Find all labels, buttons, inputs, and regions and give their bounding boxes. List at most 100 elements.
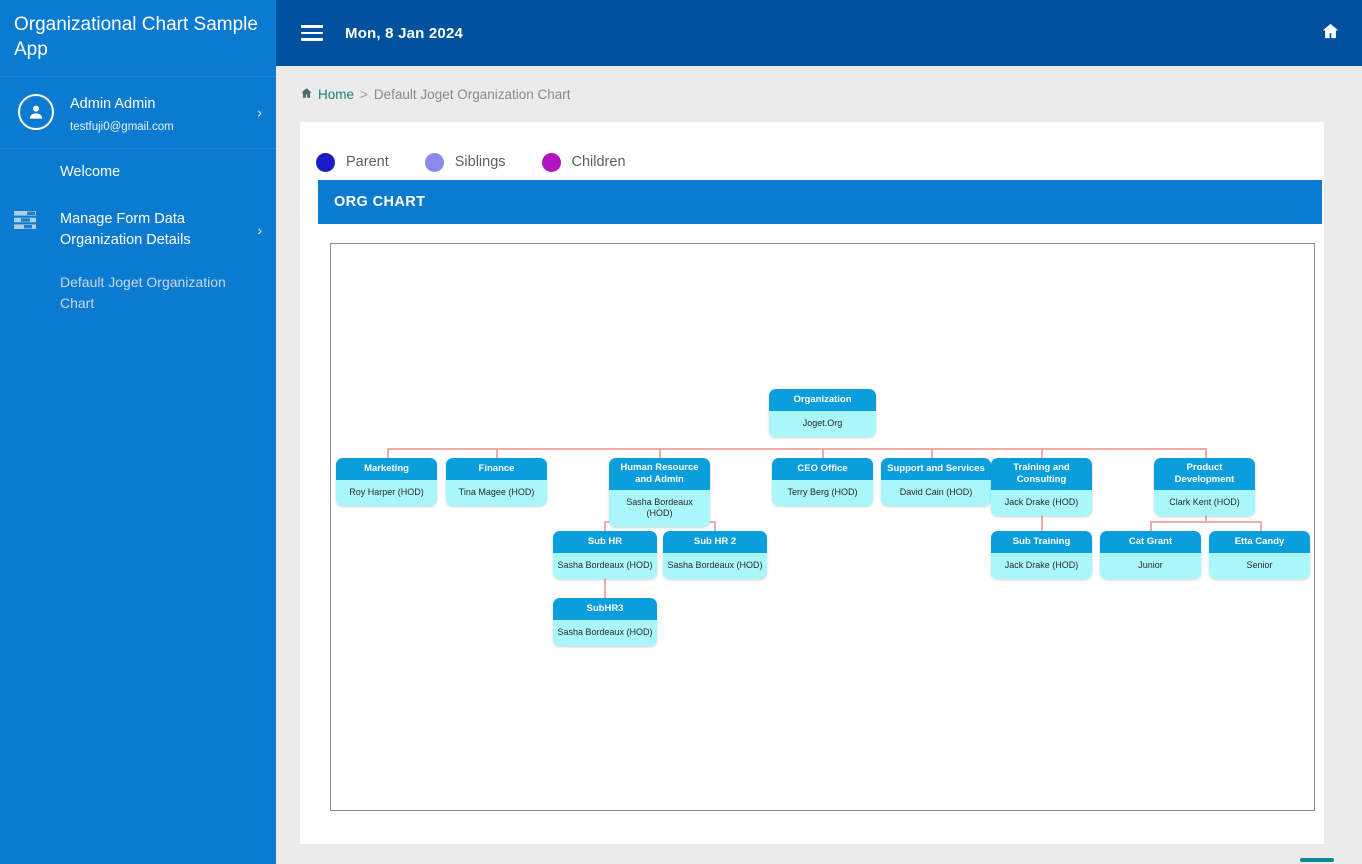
org-node-subtitle: Roy Harper (HOD) xyxy=(336,480,437,506)
blank-icon xyxy=(14,162,40,164)
legend-item-children: Children xyxy=(541,152,626,172)
form-list-icon xyxy=(14,209,40,234)
horizontal-scrollbar[interactable] xyxy=(1300,858,1334,862)
org-node-support-and-services[interactable]: Support and Services David Cain (HOD) xyxy=(881,458,991,506)
user-name: Admin Admin xyxy=(70,96,156,112)
breadcrumb-home-link[interactable]: Home xyxy=(318,86,355,102)
sidebar-item-label: Manage Form Data Organization Details xyxy=(60,211,191,248)
org-node-title: Cat Grant xyxy=(1100,531,1201,553)
breadcrumb: Home > Default Joget Organization Chart xyxy=(276,66,1362,122)
legend-label: Children xyxy=(571,154,626,170)
legend-dot-children xyxy=(541,152,561,172)
breadcrumb-separator: > xyxy=(360,86,368,102)
connector xyxy=(496,448,498,459)
org-node-etta-candy[interactable]: Etta Candy Senior xyxy=(1209,531,1310,579)
legend-label: Parent xyxy=(346,154,389,170)
sidebar-item-manage-form-data[interactable]: Manage Form Data Organization Details › xyxy=(0,196,276,264)
connector xyxy=(604,521,606,532)
sidebar-item-welcome[interactable]: Welcome xyxy=(0,149,276,196)
org-node-subtitle: Jack Drake (HOD) xyxy=(991,553,1092,579)
connector xyxy=(387,448,389,459)
org-node-sub-hr[interactable]: Sub HR Sasha Bordeaux (HOD) xyxy=(553,531,657,579)
breadcrumb-current: Default Joget Organization Chart xyxy=(373,86,571,102)
connector xyxy=(1041,506,1043,532)
org-node-title: Training and Consulting xyxy=(991,458,1092,490)
hamburger-menu-icon[interactable] xyxy=(301,21,323,45)
current-date: Mon, 8 Jan 2024 xyxy=(345,24,464,42)
org-node-subtitle: Sasha Bordeaux (HOD) xyxy=(553,553,657,579)
sidebar-item-label: Default Joget Organization Chart xyxy=(60,274,226,311)
connector xyxy=(714,521,716,532)
main-area: Mon, 8 Jan 2024 Home > Default Joget Org… xyxy=(276,0,1362,864)
blank-icon xyxy=(14,272,40,274)
org-node-subtitle: Senior xyxy=(1209,553,1310,579)
org-node-subtitle: Terry Berg (HOD) xyxy=(772,480,873,506)
org-node-title: Sub Training xyxy=(991,531,1092,553)
org-node-title: Support and Services xyxy=(881,458,991,480)
org-node-title: Product Development xyxy=(1154,458,1255,490)
org-node-title: CEO Office xyxy=(772,458,873,480)
sidebar: Organizational Chart Sample App Admin Ad… xyxy=(0,0,276,864)
connector xyxy=(387,448,1207,450)
org-node-subtitle: Sasha Bordeaux (HOD) xyxy=(663,553,767,579)
connector xyxy=(1205,448,1207,459)
org-node-sub-hr-2[interactable]: Sub HR 2 Sasha Bordeaux (HOD) xyxy=(663,531,767,579)
connector xyxy=(822,448,824,459)
org-node-title: Human Resource and Admin xyxy=(609,458,710,490)
legend-dot-siblings xyxy=(424,152,444,172)
top-bar: Mon, 8 Jan 2024 xyxy=(276,0,1362,66)
sidebar-item-default-joget-organization-chart[interactable]: Default Joget Organization Chart xyxy=(0,264,276,324)
legend-label: Siblings xyxy=(454,154,506,170)
org-node-title: Finance xyxy=(446,458,547,480)
org-node-subtitle: Clark Kent (HOD) xyxy=(1154,490,1255,516)
chevron-right-icon: › xyxy=(257,104,262,121)
chart-legend: Parent Siblings Children xyxy=(300,122,1324,180)
org-node-cat-grant[interactable]: Cat Grant Junior xyxy=(1100,531,1201,579)
org-node-subtitle: Sasha Bordeaux (HOD) xyxy=(553,620,657,646)
org-node-sub-hr-3[interactable]: SubHR3 Sasha Bordeaux (HOD) xyxy=(553,598,657,646)
org-node-organization[interactable]: Organization Joget.Org xyxy=(769,389,876,437)
home-icon xyxy=(300,87,313,102)
home-icon[interactable] xyxy=(1321,22,1340,45)
connector xyxy=(1041,448,1043,459)
org-chart-panel-header: ORG CHART xyxy=(318,180,1322,224)
connector xyxy=(1260,521,1262,532)
panel-title: ORG CHART xyxy=(334,194,426,210)
org-node-finance[interactable]: Finance Tina Magee (HOD) xyxy=(446,458,547,506)
org-node-sub-training[interactable]: Sub Training Jack Drake (HOD) xyxy=(991,531,1092,579)
org-node-human-resource-and-admin[interactable]: Human Resource and Admin Sasha Bordeaux … xyxy=(609,458,710,527)
org-node-subtitle: Junior xyxy=(1100,553,1201,579)
sidebar-user-profile[interactable]: Admin Admin testfuji0@gmail.com › xyxy=(0,77,276,149)
org-node-title: Etta Candy xyxy=(1209,531,1310,553)
org-chart-card: Parent Siblings Children ORG CHART xyxy=(300,122,1324,844)
user-info: Admin Admin testfuji0@gmail.com xyxy=(70,91,174,134)
app-title: Organizational Chart Sample App xyxy=(0,0,276,77)
connector xyxy=(659,448,661,459)
org-node-ceo-office[interactable]: CEO Office Terry Berg (HOD) xyxy=(772,458,873,506)
connector xyxy=(604,579,606,607)
org-node-subtitle: Joget.Org xyxy=(769,411,876,437)
org-node-title: Marketing xyxy=(336,458,437,480)
org-node-title: Organization xyxy=(769,389,876,411)
chevron-right-icon: › xyxy=(257,222,262,238)
org-node-title: SubHR3 xyxy=(553,598,657,620)
content-area: Parent Siblings Children ORG CHART xyxy=(276,122,1362,864)
connector xyxy=(931,448,933,459)
org-node-subtitle: Sasha Bordeaux (HOD) xyxy=(609,490,710,527)
org-chart-canvas: Organization Joget.Org Marketing Roy Har… xyxy=(331,244,1314,810)
user-email: testfuji0@gmail.com xyxy=(70,121,174,133)
org-node-subtitle: Jack Drake (HOD) xyxy=(991,490,1092,516)
org-node-marketing[interactable]: Marketing Roy Harper (HOD) xyxy=(336,458,437,506)
org-node-training-and-consulting[interactable]: Training and Consulting Jack Drake (HOD) xyxy=(991,458,1092,516)
user-avatar-icon xyxy=(18,94,54,130)
org-node-product-development[interactable]: Product Development Clark Kent (HOD) xyxy=(1154,458,1255,516)
legend-item-siblings: Siblings xyxy=(424,152,506,172)
connector xyxy=(1150,521,1260,523)
org-chart-frame[interactable]: Organization Joget.Org Marketing Roy Har… xyxy=(330,243,1315,811)
org-node-subtitle: Tina Magee (HOD) xyxy=(446,480,547,506)
connector xyxy=(1150,521,1152,532)
legend-dot-parent xyxy=(316,152,335,172)
sidebar-item-label: Welcome xyxy=(60,164,121,180)
org-node-subtitle: David Cain (HOD) xyxy=(881,480,991,506)
